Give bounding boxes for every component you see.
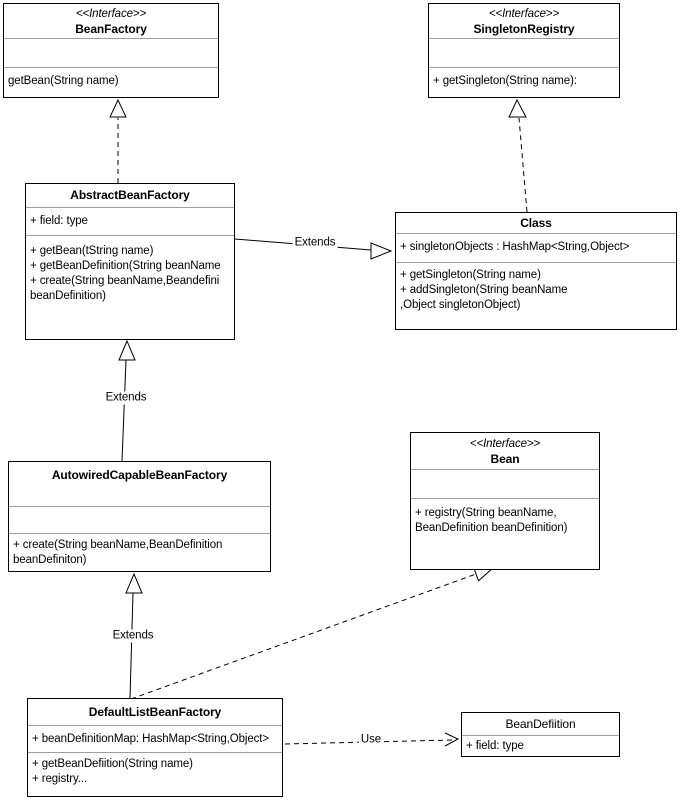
stereotype-label: <<Interface>> [488,8,560,20]
class-box-class[interactable]: Class + singletonObjects : HashMap<Strin… [395,212,677,330]
class-title: DefaultListBeanFactory [88,705,222,719]
method-line: + registry(String beanName, [415,507,557,519]
class-title: BeanDefiition [505,717,576,731]
edge-label-extends: Extends [103,391,149,405]
class-title: AutowiredCapableBeanFactory [51,468,228,482]
edge-abstractbeanfactory-implements-beanfactory[interactable] [109,98,127,183]
fields-compartment: + field: type [462,735,619,756]
method-line: + getBeanDefiition(String name) [32,758,193,770]
class-box-beandefiition[interactable]: BeanDefiition + field: type [461,712,620,757]
method-line: + registry... [32,773,88,785]
fields-compartment [429,38,619,67]
edge-label-extends: Extends [292,236,338,250]
class-box-singletonregistry[interactable]: <<Interface>> SingletonRegistry + getSin… [428,3,620,98]
methods-compartment: + getBeanDefiition(String name) + regist… [28,752,282,796]
methods-compartment: + create(String beanName,BeanDefinition … [9,533,270,571]
class-name-compartment: <<Interface>> Bean [411,433,599,469]
fields-compartment [411,469,599,498]
class-box-beanfactory[interactable]: <<Interface>> BeanFactory getBean(String… [3,3,219,98]
method-line: + create(String beanName,BeanDefinition [13,539,223,551]
class-title: Class [520,216,552,230]
method-line: getBean(String name) [8,75,119,87]
method-line: + getSingleton(String name): [433,75,577,87]
method-line: BeanDefinition beanDefinition) [415,522,568,534]
class-box-abstractbeanfactory[interactable]: AbstractBeanFactory + field: type + getB… [25,183,235,340]
fields-compartment: + beanDefinitionMap: HashMap<String,Obje… [28,725,282,752]
class-box-defaultlistbeanfactory[interactable]: DefaultListBeanFactory + beanDefinitionM… [27,698,283,797]
field-line: + field: type [466,740,524,752]
class-name-compartment: DefaultListBeanFactory [28,699,282,725]
edge-label-use: Use [358,733,384,747]
method-line: + addSingleton(String beanName [400,284,568,296]
class-title: BeanFactory [75,22,147,36]
field-line: + singletonObjects : HashMap<String,Obje… [400,241,630,253]
fields-compartment [9,506,270,533]
methods-compartment: + getSingleton(String name) + addSinglet… [396,262,676,329]
class-box-bean[interactable]: <<Interface>> Bean + registry(String bea… [410,432,600,570]
stereotype-label: <<Interface>> [75,8,147,20]
method-line: ,Object singletonObject) [400,299,521,311]
method-line: + create(String beanName,Beandefini [30,275,220,287]
class-name-compartment: AutowiredCapableBeanFactory [9,462,270,506]
fields-compartment: + singletonObjects : HashMap<String,Obje… [396,233,676,262]
edge-class-implements-singletonregistry[interactable] [508,98,528,213]
stereotype-label: <<Interface>> [469,438,541,450]
class-title: SingletonRegistry [473,22,575,36]
class-box-autowiredcapablebeanfactory[interactable]: AutowiredCapableBeanFactory + create(Str… [8,461,271,572]
fields-compartment [4,38,218,67]
method-line: beanDefiniton) [13,554,87,566]
fields-compartment: + field: type [26,207,234,235]
method-line: beanDefinition) [30,290,106,302]
edge-label-extends: Extends [110,629,156,643]
class-name-compartment: Class [396,213,676,233]
field-line: + beanDefinitionMap: HashMap<String,Obje… [32,733,270,745]
methods-compartment: + registry(String beanName, BeanDefiniti… [411,498,599,569]
method-line: + getSingleton(String name) [400,269,541,281]
class-name-compartment: AbstractBeanFactory [26,184,234,207]
class-name-compartment: <<Interface>> SingletonRegistry [429,4,619,38]
class-name-compartment: BeanDefiition [462,713,619,735]
class-name-compartment: <<Interface>> BeanFactory [4,4,218,38]
class-title: Bean [490,452,520,466]
field-line: + field: type [30,215,88,227]
methods-compartment: + getBean(tString name) + getBeanDefinit… [26,235,234,339]
class-title: AbstractBeanFactory [70,188,190,202]
method-line: + getBeanDefinition(String beanName [30,260,221,272]
edge-defaultlist-implements-bean[interactable] [130,567,495,700]
method-line: + getBean(tString name) [30,245,154,257]
methods-compartment: getBean(String name) [4,67,218,97]
methods-compartment: + getSingleton(String name): [429,67,619,97]
